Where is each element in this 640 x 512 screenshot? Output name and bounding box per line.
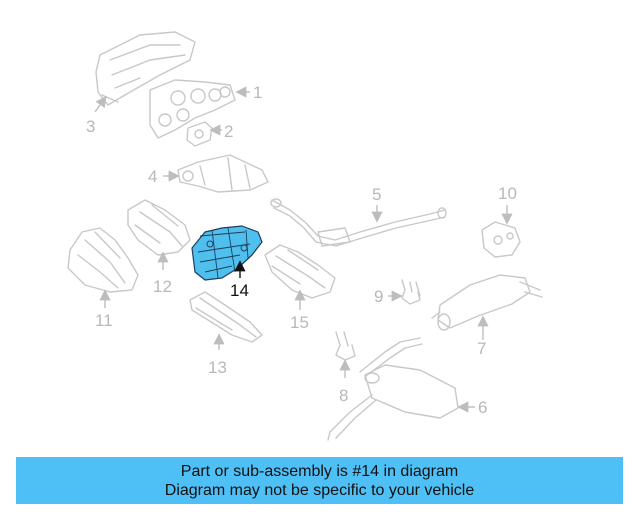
part-3-manifold-heat-shield[interactable] [95, 31, 196, 106]
callout-11[interactable]: 11 [95, 311, 113, 330]
part-1-exhaust-manifold[interactable] [149, 79, 236, 139]
part-2-gasket[interactable] [186, 121, 213, 147]
banner-line-disclaimer: Diagram may not be specific to your vehi… [164, 481, 475, 499]
info-banner: Part or sub-assembly is #14 in diagram D… [16, 457, 623, 504]
exhaust-parts-diagram: 3 1 2 4 5 10 [67, 31, 543, 441]
callout-12[interactable]: 12 [153, 277, 172, 296]
callout-5[interactable]: 5 [372, 185, 381, 204]
part-13-heat-shield[interactable] [189, 291, 263, 343]
callout-7[interactable]: 7 [477, 339, 486, 358]
callout-6[interactable]: 6 [478, 398, 487, 417]
part-6-center-muffler[interactable] [327, 337, 459, 441]
part-8-hanger[interactable] [335, 331, 356, 361]
part-4-catalytic-converter[interactable] [177, 154, 269, 193]
part-12-heat-shield[interactable] [127, 199, 191, 256]
banner-line-part-number: Part or sub-assembly is #14 in diagram [180, 462, 459, 480]
callout-10[interactable]: 10 [498, 184, 517, 203]
part-5-front-pipe[interactable] [270, 198, 447, 247]
part-14-heat-shield-highlighted[interactable] [191, 225, 263, 281]
part-7-rear-muffler[interactable] [431, 274, 543, 331]
leader-3 [94, 95, 107, 113]
callout-9[interactable]: 9 [374, 287, 383, 306]
part-10-mount-bracket[interactable] [481, 221, 521, 258]
callout-8[interactable]: 8 [339, 386, 348, 405]
part-15-heat-shield[interactable] [264, 244, 336, 299]
callout-2[interactable]: 2 [224, 122, 233, 141]
callout-13[interactable]: 13 [208, 358, 227, 377]
callout-4[interactable]: 4 [148, 167, 157, 186]
callout-15[interactable]: 15 [290, 313, 309, 332]
part-9-hanger[interactable] [401, 279, 421, 305]
part-11-heat-shield[interactable] [67, 227, 139, 293]
callout-3[interactable]: 3 [86, 117, 95, 136]
callout-1[interactable]: 1 [253, 83, 262, 102]
callout-14[interactable]: 14 [230, 281, 249, 300]
